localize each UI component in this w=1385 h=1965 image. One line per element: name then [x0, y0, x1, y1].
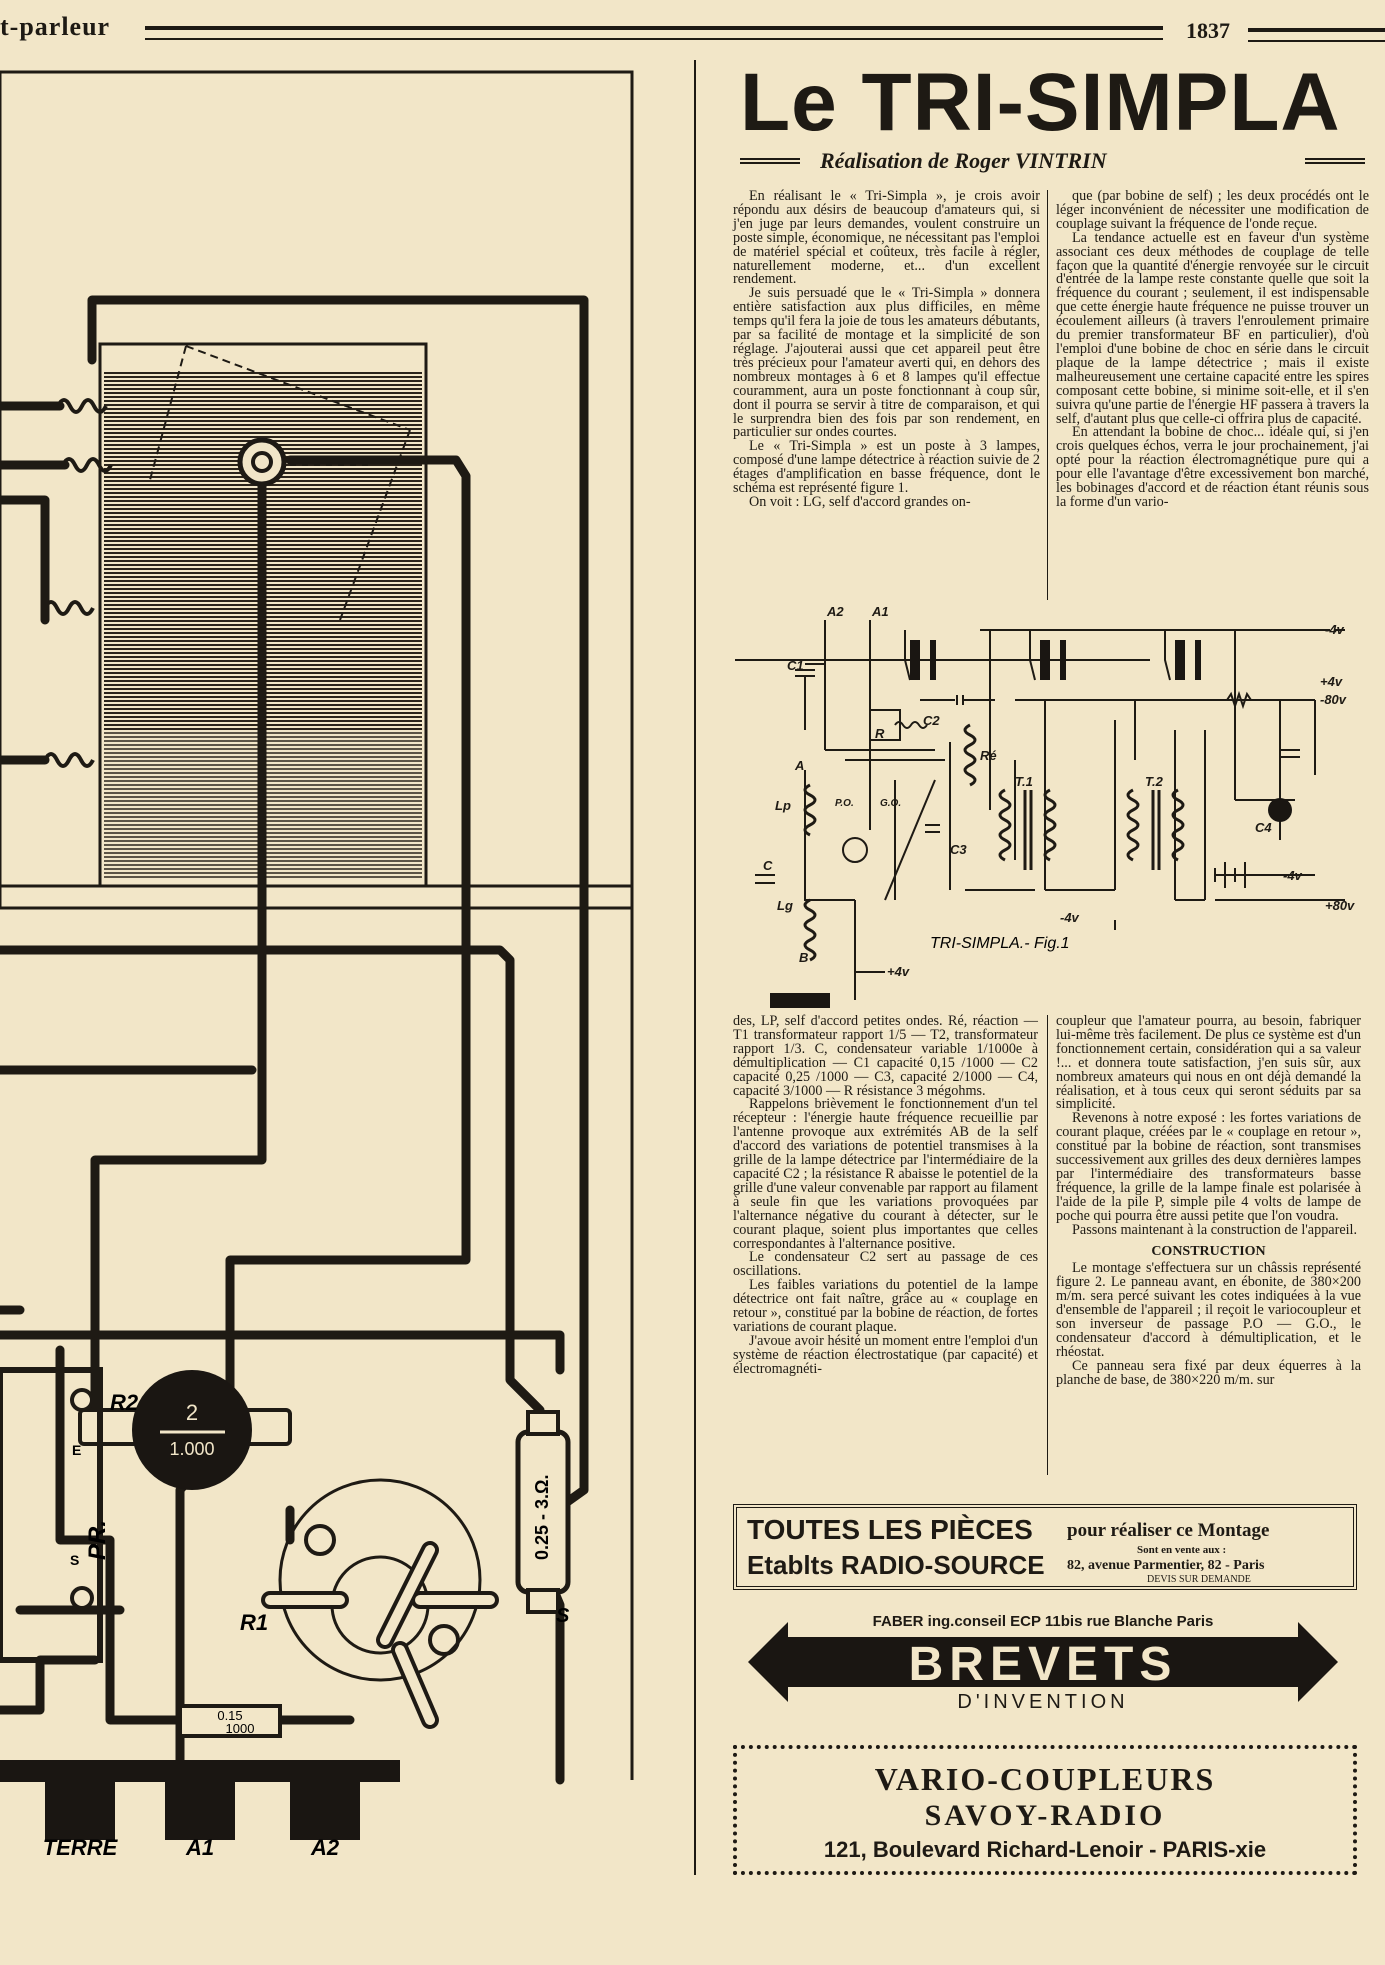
ad1-address: 82, avenue Parmentier, 82 - Paris: [1067, 1558, 1265, 1573]
ad2-top: FABER ing.conseil ECP 11bis rue Blanche …: [873, 1613, 1214, 1630]
paragraph: Les faibles variations du potentiel de l…: [733, 1277, 1038, 1335]
column-2: que (par bobine de self) ; les deux proc…: [1056, 188, 1369, 510]
sch-supply-6: +80v: [1325, 898, 1355, 913]
resistor-value: 0.25 - 3.Ω.: [532, 1475, 552, 1560]
article-title: Le TRI-SIMPLA: [740, 57, 1341, 148]
ad3-line3: 121, Boulevard Richard-Lenoir - PARIS-xi…: [823, 1837, 1267, 1862]
label-s-left: S: [70, 1552, 79, 1568]
sch-c2: C2: [923, 713, 940, 728]
wiring-diagram: 2 1.000 R2 E PR. S R1 0.25 - 3.Ω. S 0.15…: [0, 70, 634, 1860]
ad-radio-source: TOUTES LES PIÈCES pour réaliser ce Monta…: [733, 1504, 1357, 1590]
paragraph: Je suis persuadé que le « Tri-Simpla » d…: [733, 285, 1040, 441]
label-pr: PR.: [84, 1520, 111, 1560]
column-rule: [1047, 190, 1048, 600]
sch-c3: C3: [950, 842, 967, 857]
header-rule-right-thin: [1248, 40, 1385, 42]
label-e: E: [72, 1442, 81, 1458]
paragraph: Le condensateur C2 sert au passage de ce…: [733, 1249, 1038, 1280]
cap-value-num: 0.15: [217, 1708, 242, 1723]
sch-a2: A2: [826, 604, 844, 619]
knob-den: 1.000: [169, 1439, 214, 1459]
paragraph: La tendance actuelle est en faveur d'un …: [1056, 229, 1369, 427]
fixed-capacitor: [178, 1704, 282, 1738]
sch-re: Ré: [980, 748, 997, 763]
sch-supply-3: -80v: [1320, 692, 1347, 707]
paragraph: On voit : LG, self d'accord grandes on-: [749, 493, 971, 510]
paragraph: Le montage s'effectuera sur un châssis r…: [1056, 1260, 1361, 1360]
paragraph: Le « Tri-Simpla » est un poste à 3 lampe…: [733, 438, 1040, 497]
paragraph: coupleur que l'amateur pourra, au besoin…: [1056, 1013, 1361, 1113]
sch-c1: C1: [787, 658, 804, 673]
ad3-line1: VARIO-COUPLEURS: [874, 1761, 1216, 1797]
article-byline: Réalisation de Roger VINTRIN: [820, 148, 1107, 173]
sch-r: R: [875, 726, 885, 741]
knob-num: 2: [186, 1400, 198, 1425]
ad-savoy-radio: VARIO-COUPLEURS SAVOY-RADIO 121, Bouleva…: [733, 1745, 1357, 1875]
switch-pr: [0, 1367, 103, 1663]
label-r2: R2: [110, 1390, 139, 1415]
column-3: des, LP, self d'accord petites ondes. Ré…: [733, 1013, 1038, 1377]
sch-lg: Lg: [777, 898, 793, 913]
label-s-right: S: [556, 1605, 570, 1627]
sch-supply-2: +4v: [1320, 674, 1343, 689]
paragraph: Rappelons brièvement le fonctionnement d…: [733, 1096, 1038, 1252]
sch-go: G.O.: [880, 798, 901, 809]
sch-c: C: [763, 858, 773, 873]
terminal-terre: [45, 1780, 115, 1840]
section-heading: CONSTRUCTION: [1151, 1243, 1266, 1259]
sch-supply-4: -4v: [1283, 868, 1303, 883]
ad1-devis: DEVIS SUR DEMANDE: [1147, 1574, 1251, 1585]
paragraph: que (par bobine de self) ; les deux proc…: [1056, 188, 1369, 232]
sch-a1: A1: [871, 604, 889, 619]
ad1-etabl: Etablts RADIO-SOURCE: [747, 1550, 1045, 1580]
column-divider: [694, 60, 696, 1875]
header-rule-thin: [145, 38, 1163, 40]
sch-po: P.O.: [835, 798, 854, 809]
page-number: 1837: [1186, 18, 1230, 43]
column-rule: [1047, 1015, 1048, 1475]
paragraph: En attendant la bobine de choc... idéale…: [1056, 424, 1369, 510]
tuning-dial: [278, 1478, 482, 1682]
label-terre: TERRE: [43, 1835, 119, 1860]
sch-a: A: [794, 758, 804, 773]
sch-supply-7: +4v: [887, 964, 910, 979]
rheostat-knob: [132, 1370, 252, 1490]
schematic-caption: TRI-SIMPLA.- Fig.1: [930, 935, 1070, 952]
publication-name: t-parleur: [0, 12, 111, 41]
sch-supply-1: -4v: [1325, 622, 1345, 637]
ad2-main: BREVETS: [909, 1638, 1178, 1691]
ad2-sub: D'INVENTION: [957, 1691, 1128, 1712]
schematic-figure-1: A2 A1 C1 C2 R Ré A Lp P.O. G.O. C Lg B C…: [735, 604, 1355, 1008]
terminal-strip: [0, 1760, 400, 1782]
sch-t1: T.1: [1015, 774, 1033, 789]
paragraph: des, LP, self d'accord petites ondes. Ré…: [733, 1013, 1038, 1099]
sch-lp: Lp: [775, 798, 791, 813]
sch-supply-5: -4v: [1060, 910, 1080, 925]
paragraph: J'avoue avoir hésité un moment entre l'e…: [733, 1332, 1038, 1377]
column-1: En réalisant le « Tri-Simpla », je crois…: [733, 188, 1040, 510]
terminal-a2: [290, 1780, 360, 1840]
ad1-main: TOUTES LES PIÈCES: [747, 1514, 1033, 1545]
sch-b: B: [799, 950, 808, 965]
cap-value-den: 1000: [226, 1721, 255, 1736]
label-a1: A1: [185, 1835, 214, 1860]
paragraph: Revenons à notre exposé : les fortes var…: [1056, 1110, 1361, 1224]
terminal-a1: [165, 1780, 235, 1840]
ad3-line2: SAVOY-RADIO: [924, 1799, 1166, 1832]
sch-c4: C4: [1255, 820, 1272, 835]
column-4: coupleur que l'amateur pourra, au besoin…: [1056, 1013, 1361, 1388]
ad1-sub: pour réaliser ce Montage: [1067, 1520, 1270, 1541]
header-rule-right: [1248, 28, 1385, 32]
byline-rule-right: [1305, 158, 1365, 164]
ad-brevets: FABER ing.conseil ECP 11bis rue Blanche …: [748, 1613, 1338, 1712]
paragraph: Passons maintenant à la construction de …: [1072, 1221, 1358, 1238]
header-rule: [145, 26, 1163, 30]
paragraph: En réalisant le « Tri-Simpla », je crois…: [733, 188, 1040, 288]
sch-t2: T.2: [1145, 774, 1164, 789]
label-r1: R1: [240, 1610, 268, 1635]
label-a2: A2: [310, 1835, 340, 1860]
ad1-small: Sont en vente aux :: [1137, 1544, 1227, 1556]
byline-rule-left: [740, 158, 800, 164]
paragraph: Ce panneau sera fixé par deux équerres à…: [1056, 1357, 1361, 1388]
